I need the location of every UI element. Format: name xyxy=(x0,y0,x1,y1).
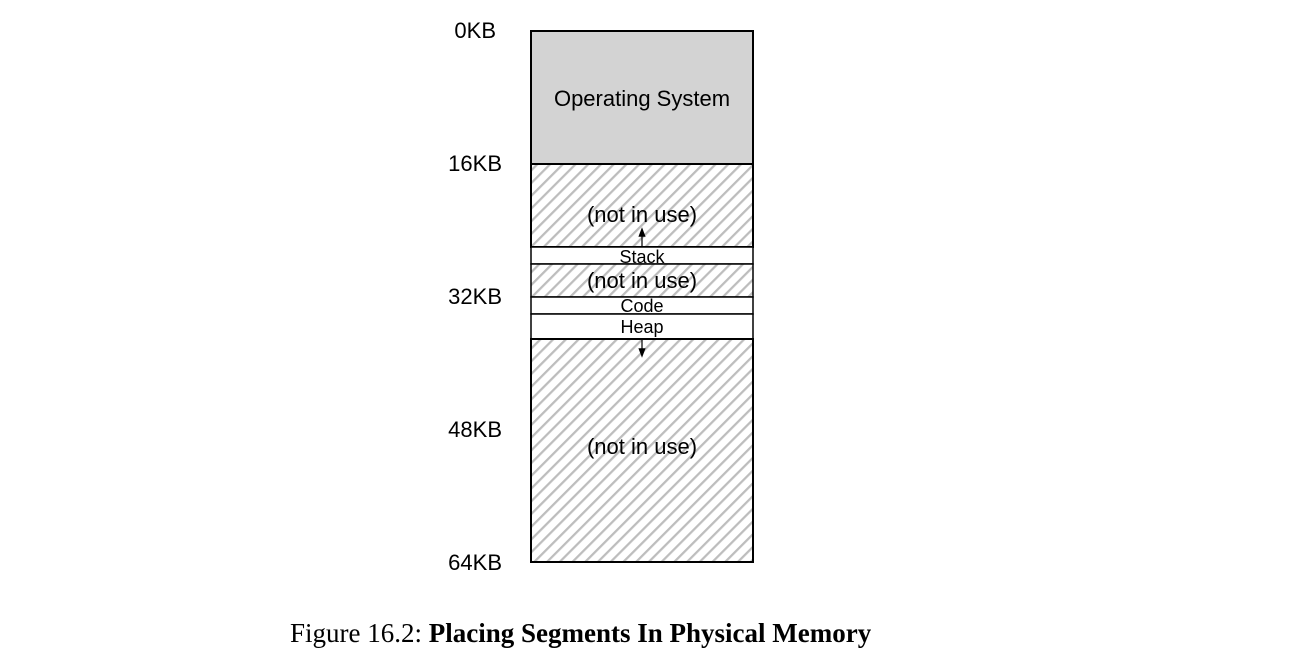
os-region xyxy=(530,30,754,165)
address-label-16kb: 16KB xyxy=(448,151,502,176)
free-region-middle xyxy=(530,263,754,298)
code-region-label: Code xyxy=(620,296,663,316)
heap-region-label: Heap xyxy=(620,317,663,337)
address-label-0kb: 0KB xyxy=(454,18,496,43)
address-label-64kb: 64KB xyxy=(448,550,502,575)
memory-layout-diagram: 0KB 16KB 32KB 48KB 64KB Operating System… xyxy=(448,18,754,575)
stack-region-label: Stack xyxy=(619,247,665,267)
figure-caption: Figure 16.2: Placing Segments In Physica… xyxy=(290,618,871,649)
heap-region xyxy=(530,313,754,340)
address-label-32kb: 32KB xyxy=(448,284,502,309)
free-region-bottom xyxy=(530,338,754,563)
os-region-label: Operating System xyxy=(554,86,730,111)
free-region-bottom-label: (not in use) xyxy=(587,434,697,459)
caption-title: Placing Segments In Physical Memory xyxy=(428,618,872,648)
free-region-top-label: (not in use) xyxy=(587,202,697,227)
caption-prefix: Figure 16.2: xyxy=(290,618,429,648)
address-label-48kb: 48KB xyxy=(448,417,502,442)
free-region-middle-label: (not in use) xyxy=(587,268,697,293)
